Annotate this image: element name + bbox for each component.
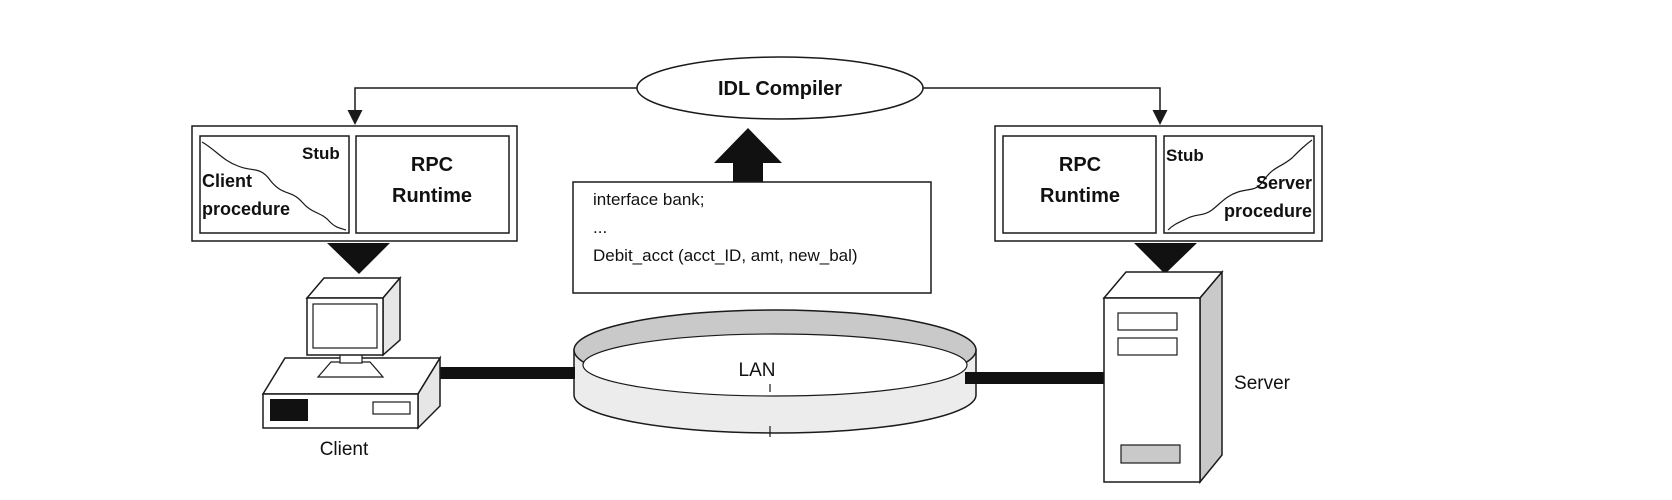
client-computer-icon: Client bbox=[261, 275, 442, 460]
compiler-to-server-connector bbox=[923, 87, 1168, 125]
server-network-cable bbox=[965, 372, 1104, 384]
client-runtime-panel bbox=[355, 135, 510, 234]
idl-compiler-label: IDL Compiler bbox=[718, 78, 842, 100]
server-runtime-panel bbox=[1002, 135, 1157, 234]
client-procedure-line2: procedure bbox=[202, 199, 290, 219]
server-runtime-line2: Runtime bbox=[1040, 185, 1120, 207]
server-stub-label: Stub bbox=[1166, 146, 1204, 165]
idl-compiler-node: IDL Compiler bbox=[636, 56, 924, 120]
client-network-cable bbox=[440, 367, 575, 379]
server-stub-box: RPC Runtime Stub Server procedure bbox=[994, 125, 1323, 242]
server-down-arrow bbox=[1134, 243, 1197, 274]
client-stub-box: Stub Client procedure RPC Runtime bbox=[191, 125, 518, 242]
client-runtime-line2: Runtime bbox=[392, 185, 472, 207]
server-procedure-line1: Server bbox=[1256, 173, 1312, 193]
interface-code-box: interface bank; ... Debit_acct (acct_ID,… bbox=[572, 181, 932, 294]
server-stub-panel bbox=[1163, 135, 1315, 234]
interface-code-line3: Debit_acct (acct_ID, amt, new_bal) bbox=[593, 246, 858, 265]
server-procedure-line2: procedure bbox=[1224, 201, 1312, 221]
server-label: Server bbox=[1234, 373, 1291, 394]
client-label: Client bbox=[320, 439, 369, 460]
interface-code-line2: ... bbox=[593, 218, 607, 237]
client-runtime-line1: RPC bbox=[411, 154, 453, 176]
lan-label: LAN bbox=[739, 360, 776, 381]
lan-ring: LAN bbox=[573, 309, 977, 437]
client-down-arrow bbox=[327, 243, 390, 274]
interface-code-line1: interface bank; bbox=[593, 190, 705, 209]
client-stub-label: Stub bbox=[302, 144, 340, 163]
compiler-to-client-connector bbox=[347, 87, 637, 125]
client-procedure-line1: Client bbox=[202, 171, 252, 191]
server-runtime-line1: RPC bbox=[1059, 154, 1101, 176]
interface-to-compiler-arrow bbox=[714, 128, 782, 182]
stub-divider-curve bbox=[201, 141, 347, 231]
server-tower-icon: Server bbox=[1102, 269, 1291, 485]
stub-divider-curve bbox=[1167, 139, 1313, 231]
